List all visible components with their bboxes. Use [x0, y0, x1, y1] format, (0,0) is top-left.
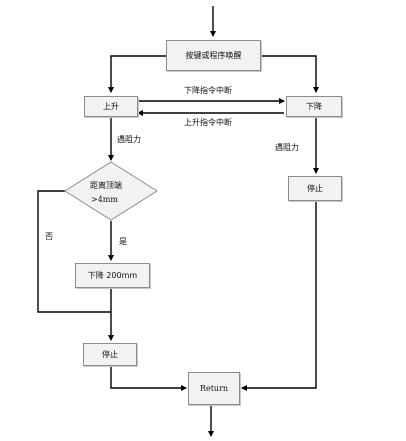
resistance-right-label: 遇阻力 — [275, 143, 299, 152]
decision-text-line2: >4mm — [91, 195, 118, 204]
decision-no-line — [37, 190, 111, 313]
decision-diamond — [64, 161, 158, 221]
rise-node: 上升 — [84, 96, 138, 117]
wake-to-rise-line — [108, 55, 166, 93]
wake-to-fall-line — [261, 55, 319, 93]
decision-text-line1: 距离顶端 — [90, 181, 122, 190]
no-label: 否 — [45, 232, 53, 241]
return-node: Return — [188, 372, 240, 405]
stop-left-node: 停止 — [83, 343, 137, 366]
stop-right-to-return-line — [241, 201, 317, 391]
yes-label: 是 — [119, 237, 127, 246]
stop-right-node: 停止 — [288, 176, 342, 201]
rise-interrupt-label: 上升指令中断 — [184, 118, 232, 127]
stop-left-to-return-line — [110, 366, 187, 391]
resistance-left-label: 遇阻力 — [117, 135, 141, 144]
fall-node: 下降 — [286, 96, 342, 117]
fall-200-node: 下降 200mm — [75, 263, 150, 288]
wake-node: 按键或程序唤醒 — [166, 40, 261, 71]
fall-interrupt-label: 下降指令中断 — [184, 86, 232, 95]
